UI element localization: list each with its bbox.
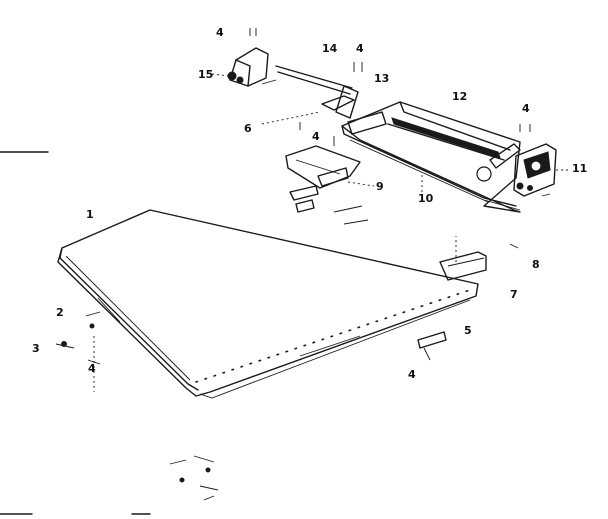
roller-housing [341, 101, 521, 213]
callout-10: 10 [418, 192, 434, 205]
screw-cluster-bottom [169, 455, 219, 501]
callout-14: 14 [322, 42, 338, 55]
callout-3: 3 [32, 342, 40, 355]
callout-4-right: 4 [522, 102, 530, 115]
base-panel [57, 209, 479, 399]
callout-8: 8 [532, 258, 540, 271]
screw-stack-left [55, 311, 101, 392]
callout-4-top: 4 [216, 26, 224, 39]
shaft [261, 65, 353, 95]
callout-4-left: 4 [88, 362, 96, 375]
callout-6: 6 [244, 122, 252, 135]
callout-1: 1 [86, 208, 94, 221]
callout-4-shaft: 4 [356, 42, 364, 55]
callout-11: 11 [572, 162, 587, 175]
slide-plate [285, 145, 375, 189]
fastener-5 [417, 331, 447, 361]
callout-13: 13 [374, 72, 389, 85]
callout-7: 7 [510, 288, 518, 301]
callout-15: 15 [198, 68, 213, 81]
callout-4-mid: 4 [312, 130, 320, 143]
clip-parts [289, 185, 369, 225]
callout-2: 2 [56, 306, 64, 319]
end-bracket-left [211, 47, 269, 87]
gear-end-plate [513, 143, 568, 197]
callout-5: 5 [464, 324, 472, 337]
screw-marks-top [249, 28, 531, 249]
pivot-link [261, 85, 387, 135]
side-bracket [439, 236, 487, 281]
callout-12: 12 [452, 90, 467, 103]
callout-9: 9 [376, 180, 384, 193]
callout-4-bottom: 4 [408, 368, 416, 381]
